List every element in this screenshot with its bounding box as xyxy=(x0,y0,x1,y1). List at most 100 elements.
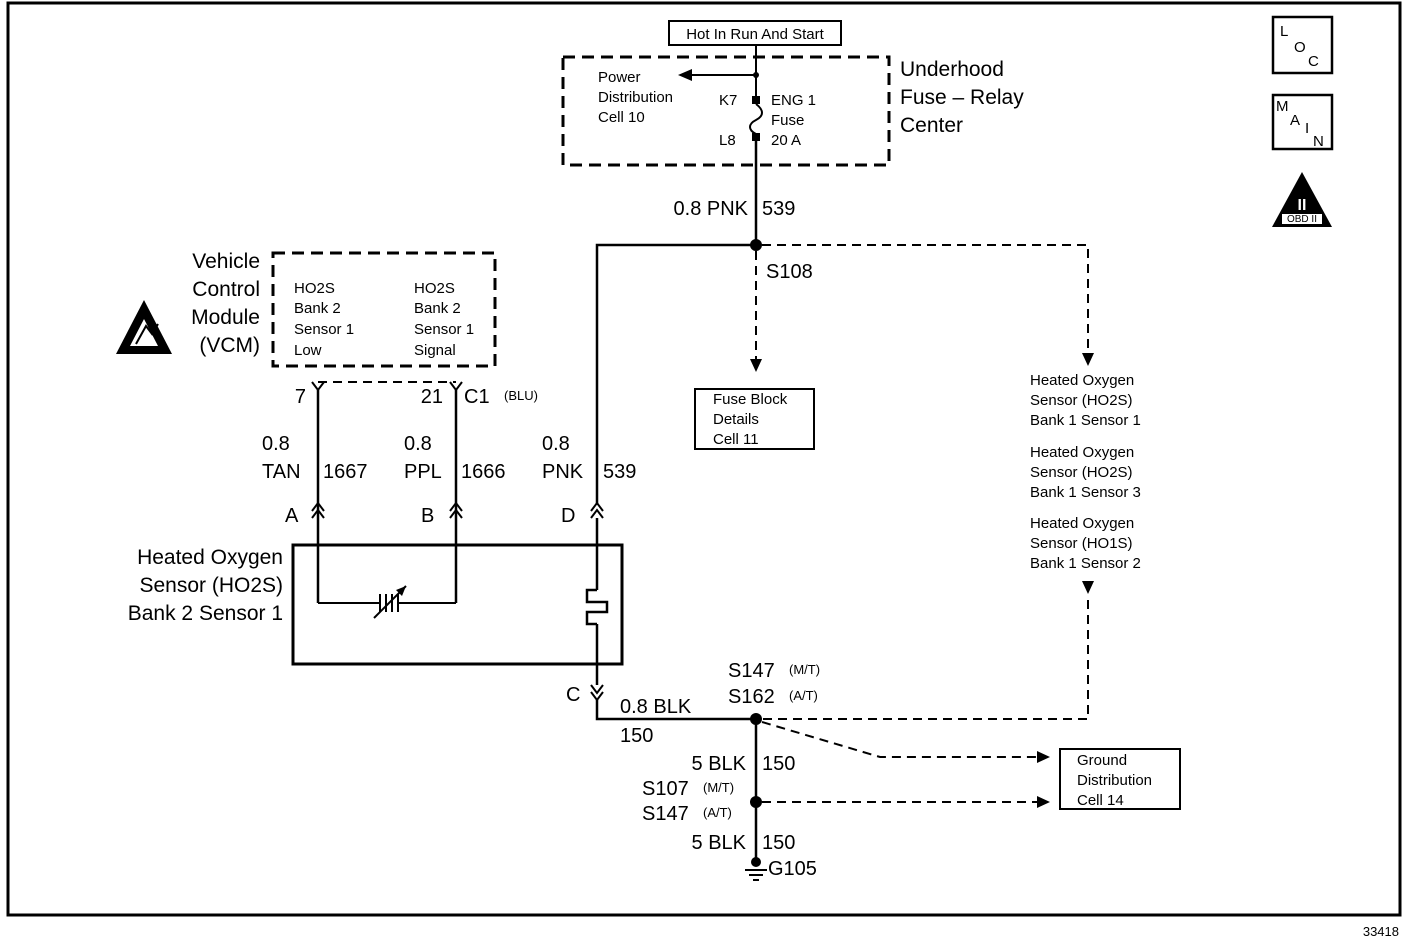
power-dist-label-3: Cell 10 xyxy=(598,109,645,126)
wire-tan-gauge: 0.8 xyxy=(262,433,290,455)
splice-s147b-note: (A/T) xyxy=(703,805,732,820)
sensor-label-2: Sensor (HO2S) xyxy=(139,574,283,597)
wire-ppl-pin: B xyxy=(421,505,434,527)
main-icon-n: N xyxy=(1313,133,1324,150)
vcm-pin-7: 7 xyxy=(295,386,306,408)
wire-blk-label: 0.8 BLK xyxy=(620,696,692,718)
underhood-label-3: Center xyxy=(900,114,963,137)
connector-pin-7-icon xyxy=(311,381,325,392)
sensor-label-3: Bank 2 Sensor 1 xyxy=(128,602,283,625)
related-1-line-2: Sensor (HO2S) xyxy=(1030,392,1133,409)
obd-icon-symbol: II xyxy=(1298,197,1307,214)
fuse-block-label-2: Details xyxy=(713,411,759,428)
ground-label: G105 xyxy=(768,858,817,880)
loc-icon-l: L xyxy=(1280,23,1288,40)
connector-a-icon xyxy=(311,501,325,519)
arrow-down-icon xyxy=(1082,581,1094,594)
ground-dist-label-1: Ground xyxy=(1077,752,1127,769)
figure-number: 33418 xyxy=(1363,924,1399,939)
wire-pnk-gauge: 0.8 xyxy=(542,433,570,455)
related-1-line-3: Bank 1 Sensor 1 xyxy=(1030,412,1141,429)
ground-dist-label-2: Distribution xyxy=(1077,772,1152,789)
fuse-label-3: 20 A xyxy=(771,132,801,149)
arrow-down-icon xyxy=(1082,353,1094,366)
arrow-down-icon xyxy=(750,359,762,372)
ground-dist-label-3: Cell 14 xyxy=(1077,792,1124,809)
vcm-col1-line-2: Bank 2 xyxy=(294,300,341,317)
vcm-connector: C1 xyxy=(464,386,490,408)
wire-ppl-gauge: 0.8 xyxy=(404,433,432,455)
fuse-icon xyxy=(749,103,763,135)
wire-pnk-pin: D xyxy=(561,505,575,527)
vcm-box xyxy=(271,251,497,368)
splice-s108-label: S108 xyxy=(766,261,813,283)
vcm-col1-line-3: Sensor 1 xyxy=(294,321,354,338)
wire-tan-pin: A xyxy=(285,505,299,527)
related-1-line-1: Heated Oxygen xyxy=(1030,372,1134,389)
underhood-label-2: Fuse – Relay xyxy=(900,86,1024,109)
wire-tan-color: TAN xyxy=(262,461,301,483)
splice-s107-note: (M/T) xyxy=(703,780,734,795)
wire-5blk-2-circuit: 150 xyxy=(762,832,795,854)
power-dist-label-1: Power xyxy=(598,69,641,86)
connector-b-icon xyxy=(449,501,463,519)
esd-warning-icon xyxy=(116,300,172,354)
sensor-label-1: Heated Oxygen xyxy=(137,546,283,569)
wire-pnk-top-label: 0.8 PNK xyxy=(674,198,749,220)
loc-icon-c: C xyxy=(1308,53,1319,70)
splice-s107-s147 xyxy=(750,796,762,808)
splice-s162-note: (A/T) xyxy=(789,688,818,703)
connector-pin-21-icon xyxy=(449,381,463,392)
connector-c-icon xyxy=(590,684,604,702)
arrow-right-icon xyxy=(1037,751,1050,763)
main-icon: M A I N xyxy=(1271,93,1334,151)
arrow-left-icon xyxy=(678,69,692,81)
splice-s162-label: S162 xyxy=(728,686,775,708)
related-3-line-2: Sensor (HO1S) xyxy=(1030,535,1133,552)
fuse-label-2: Fuse xyxy=(771,112,804,129)
fuse-block-label-3: Cell 11 xyxy=(713,431,759,448)
splice-s147-note: (M/T) xyxy=(789,662,820,677)
main-icon-a: A xyxy=(1290,112,1300,129)
related-2-line-2: Sensor (HO2S) xyxy=(1030,464,1133,481)
main-icon-m: M xyxy=(1276,98,1289,115)
splice-s147b-label: S147 xyxy=(642,803,689,825)
vcm-connector-color: (BLU) xyxy=(504,388,538,403)
wire-blk-circuit: 150 xyxy=(620,725,653,747)
fuse-label-1: ENG 1 xyxy=(771,92,816,109)
related-3-line-3: Bank 1 Sensor 2 xyxy=(1030,555,1141,572)
diagram-border xyxy=(6,1,1402,917)
splice-s147-label: S147 xyxy=(728,660,775,682)
related-2-line-1: Heated Oxygen xyxy=(1030,444,1134,461)
loc-icon-o: O xyxy=(1294,39,1306,56)
related-2-line-3: Bank 1 Sensor 3 xyxy=(1030,484,1141,501)
fuse-block-box xyxy=(694,388,815,450)
obd-icon-label: OBD II xyxy=(1287,214,1317,225)
underhood-fuse-relay-center-box xyxy=(561,55,891,167)
ground-dist-box xyxy=(1059,748,1181,810)
fuse-block-label-1: Fuse Block xyxy=(713,391,788,408)
vcm-col1-line-4: Low xyxy=(294,342,322,359)
wire-5blk-1-circuit: 150 xyxy=(762,753,795,775)
ground-icon xyxy=(745,857,767,881)
heater-element-icon xyxy=(585,588,609,626)
vcm-title-4: (VCM) xyxy=(199,334,260,357)
vcm-title-1: Vehicle xyxy=(192,250,260,273)
vcm-col2-line-4: Signal xyxy=(414,342,456,359)
wire-pnk-circuit: 539 xyxy=(603,461,636,483)
vcm-col2-line-3: Sensor 1 xyxy=(414,321,474,338)
wire-5blk-2-label: 5 BLK xyxy=(692,832,747,854)
hot-label: Hot In Run And Start xyxy=(686,26,824,43)
vcm-pin-21: 21 xyxy=(421,386,443,408)
fuse-terminal-top xyxy=(752,96,760,104)
vcm-col1-line-1: HO2S xyxy=(294,280,335,297)
vcm-col2-line-1: HO2S xyxy=(414,280,455,297)
fuse-terminal-bottom xyxy=(752,133,760,141)
variable-resistor-icon xyxy=(372,585,410,619)
splice-s107-label: S107 xyxy=(642,778,689,800)
wire-pnk-color: PNK xyxy=(542,461,584,483)
fuse-pin-bottom: L8 xyxy=(719,132,736,149)
wire-5blk-1-label: 5 BLK xyxy=(692,753,747,775)
related-3-line-1: Heated Oxygen xyxy=(1030,515,1134,532)
fuse-pin-top: K7 xyxy=(719,92,737,109)
